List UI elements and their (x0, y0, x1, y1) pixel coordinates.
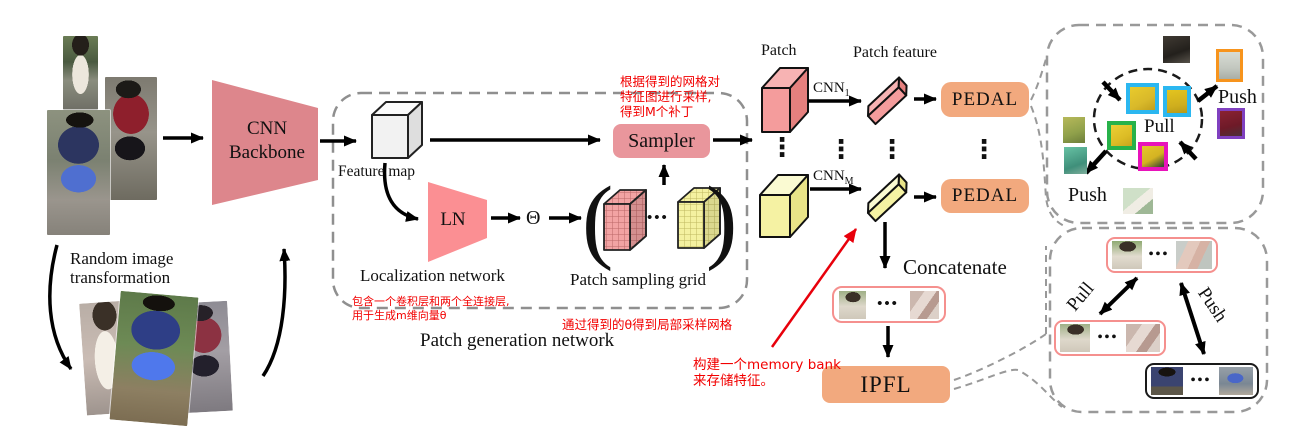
pedal-thumb-cyan-2 (1163, 86, 1191, 117)
memory-row-2-thumb-2 (1126, 324, 1160, 352)
memory-row-1: ••• (1106, 237, 1218, 273)
pedal-view-arrows (1084, 80, 1219, 175)
concat-thumb-2 (909, 290, 939, 319)
random-transform-label: Random image transformation (70, 249, 174, 287)
pedal-box-2: PEDAL (941, 179, 1029, 213)
grid-dots: ••• (647, 210, 669, 226)
patch-generation-network-box (331, 91, 749, 310)
memory-row-3: ••• (1145, 363, 1259, 399)
ipfl-label: IPFL (860, 371, 912, 397)
feature-map-cube (371, 101, 423, 159)
concatenate-label: Concatenate (903, 255, 1007, 279)
sampler-label: Sampler (628, 129, 695, 152)
pedal-thumb-magenta (1138, 142, 1168, 171)
feature-map-label: Feature map (338, 163, 416, 180)
sampler-box: Sampler (613, 124, 710, 158)
pedal-2-label: PEDAL (951, 185, 1019, 206)
memory-row-3-dots: ••• (1190, 373, 1212, 388)
patch-feature-bar-yellow (867, 173, 908, 223)
cnn1-label: CNN1 (813, 80, 850, 99)
vdots-cnn: ⋮ (828, 135, 854, 165)
sampling-grid-yellow-cube (677, 187, 721, 249)
vdots-pedal: ⋮ (971, 135, 997, 165)
patch-label: Patch (761, 42, 797, 59)
sampler-annotation: 根据得到的网格对 特征图进行采样, 得到M个补丁 (620, 74, 721, 119)
localization-network-label: Localization network (360, 266, 505, 285)
vdots-patch: ⋮ (769, 133, 795, 163)
pedal-thumb-green (1107, 121, 1136, 150)
transformed-photo-blue-man (109, 290, 199, 427)
ipfl-visualization-box (1048, 226, 1269, 414)
pedal-thumb-dark (1163, 36, 1190, 63)
memory-bank-red-arrow (770, 228, 858, 348)
patch-feature-bar-pink (867, 76, 908, 126)
ipfl-box: IPFL (822, 366, 950, 403)
patch-pink-cube (761, 67, 809, 133)
ln-label: LN (440, 209, 466, 230)
pedal-1-label: PEDAL (951, 88, 1019, 110)
patch-yellow-cube (759, 174, 809, 238)
ipfl-view-arrows (1098, 276, 1206, 355)
pedal-thumb-bottom (1123, 188, 1153, 214)
theta-symbol: Θ (526, 207, 541, 229)
callout-connectors (953, 58, 1065, 408)
pull-label-top: Pull (1144, 116, 1175, 137)
pedal-thumb-left-2 (1064, 147, 1087, 174)
ln-shape (428, 182, 487, 262)
cnn-backbone-shape (212, 80, 318, 205)
push-label-bottom: Push (1068, 184, 1107, 206)
input-photo-blue-man (47, 110, 110, 235)
concat-thumb-1 (839, 290, 866, 319)
push-label-right: Push (1218, 86, 1257, 108)
flow-arrows (48, 93, 937, 377)
memory-row-1-thumb-1 (1112, 241, 1142, 269)
memory-bank-annotation: 构建一个memory bank 来存储特征。 (693, 357, 841, 389)
pedal-thumb-purple-border (1217, 108, 1245, 139)
grid-bracket-right: ) (706, 168, 738, 272)
pedal-visualization-box (1045, 23, 1265, 225)
cnnM-label: CNNM (813, 168, 854, 187)
sampling-grid-pink-cube (603, 189, 647, 251)
pedal-thumb-left-1 (1063, 117, 1085, 143)
pedal-thumb-orange-border (1216, 49, 1243, 82)
memory-row-2-thumb-1 (1060, 324, 1090, 352)
patch-generation-network-label: Patch generation network (420, 330, 615, 351)
cnn-backbone-label: CNN Backbone (229, 118, 305, 163)
memory-row-3-thumb-2 (1219, 367, 1253, 395)
cnn1-subscript: 1 (844, 88, 850, 99)
vdots-feature: ⋮ (879, 135, 905, 165)
input-photo-woman (63, 36, 98, 110)
memory-row-1-thumb-2 (1176, 241, 1212, 269)
input-photo-red-man (105, 77, 157, 200)
memory-row-1-dots: ••• (1148, 247, 1170, 262)
concat-feature-strip: ••• (832, 286, 946, 323)
pedal-box-1: PEDAL (941, 82, 1029, 117)
memory-row-3-thumb-1 (1151, 367, 1183, 395)
patch-sampling-grid-label: Patch sampling grid (570, 270, 706, 289)
cnnM-subscript: M (844, 176, 854, 187)
memory-row-2: ••• (1054, 320, 1166, 356)
patch-feature-label: Patch feature (853, 44, 937, 61)
memory-row-2-dots: ••• (1097, 330, 1119, 345)
grid-annotation: 通过得到的θ得到局部采样网格 (562, 317, 733, 332)
concat-dots: ••• (877, 296, 899, 312)
grid-bracket-left: ( (582, 168, 614, 272)
pedal-thumb-cyan-1 (1126, 83, 1159, 114)
ln-annotation: 包含一个卷积层和两个全连接层, 用于生成m维向量θ (352, 295, 510, 322)
